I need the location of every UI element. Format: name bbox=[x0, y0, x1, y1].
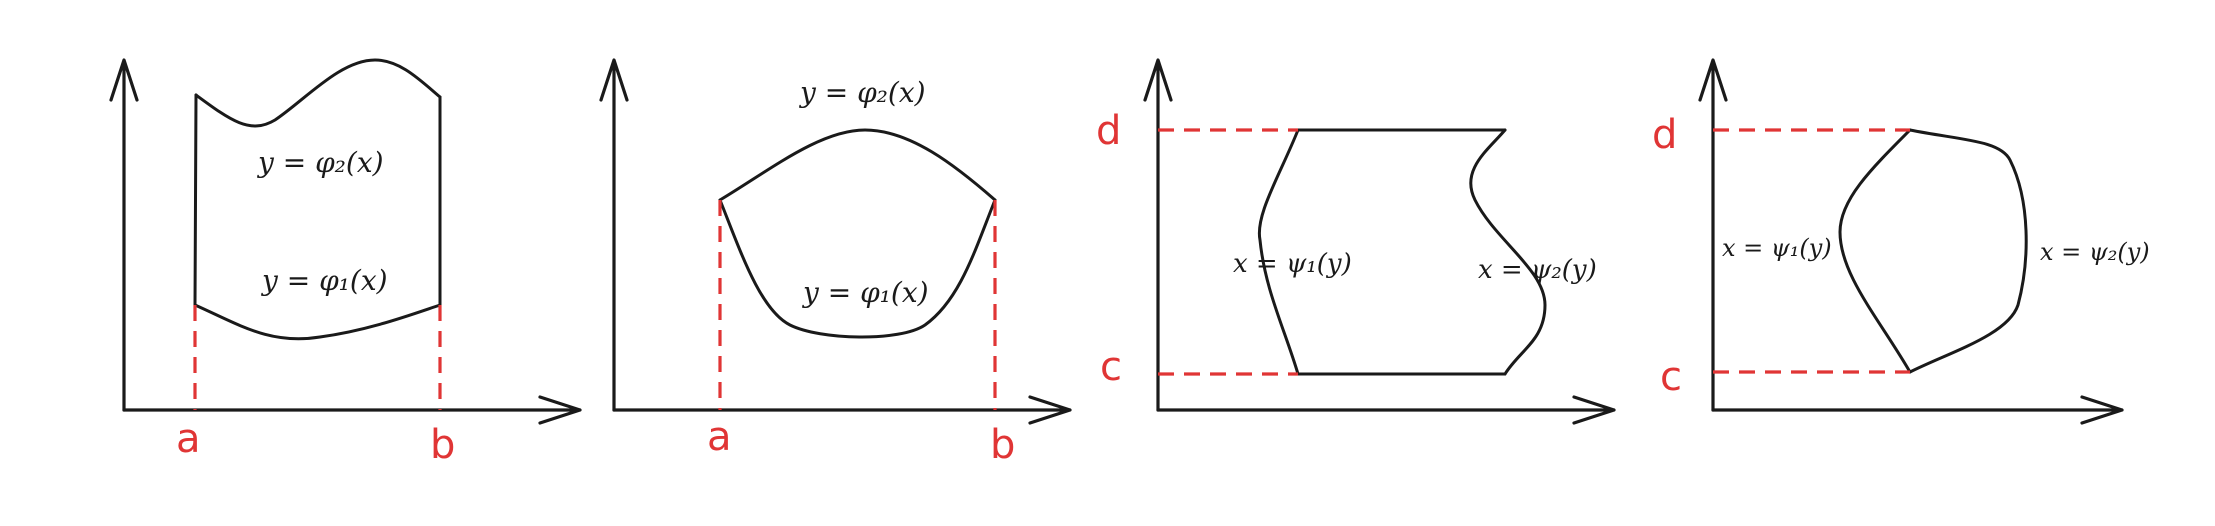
panel-3-bound-d: d bbox=[1096, 108, 1121, 154]
panel-1-bound-a: a bbox=[176, 416, 201, 462]
panel-1-bound-b: b bbox=[430, 422, 455, 468]
panel-3-right-curve-label: x = ψ₂(y) bbox=[1478, 255, 1597, 285]
panel-2-lower-curve-label: y = φ₁(x) bbox=[801, 276, 929, 309]
panel-4-type-y-region: x = ψ₁(y) x = ψ₂(y) d c bbox=[1652, 58, 2150, 425]
panel-1-upper-curve-label: y = φ₂(x) bbox=[256, 146, 384, 179]
panel-1-bound-lines bbox=[193, 305, 442, 410]
panel-4-left-curve-label: x = ψ₁(y) bbox=[1722, 234, 1832, 262]
panel-1-axes bbox=[109, 58, 582, 425]
panel-2-bound-b: b bbox=[990, 422, 1015, 468]
panel-2-axes bbox=[599, 58, 1072, 425]
panel-4-bound-c: c bbox=[1660, 354, 1682, 400]
panel-3-bound-c: c bbox=[1100, 344, 1122, 390]
panel-1-type-x-region: y = φ₂(x) y = φ₁(x) a b bbox=[109, 58, 582, 468]
panel-3-type-y-region: x = ψ₁(y) x = ψ₂(y) d c bbox=[1096, 58, 1616, 425]
panel-4-bound-d: d bbox=[1652, 112, 1677, 158]
panel-3-bound-lines bbox=[1158, 128, 1298, 376]
panel-3-region bbox=[1257, 128, 1547, 376]
panel-3-axes bbox=[1143, 58, 1616, 425]
panel-3-left-curve-label: x = ψ₁(y) bbox=[1233, 249, 1352, 279]
panel-2-upper-curve-label: y = φ₂(x) bbox=[798, 76, 926, 109]
panel-1-region bbox=[193, 58, 442, 341]
panel-2-bound-lines bbox=[718, 200, 997, 410]
panel-2-bound-a: a bbox=[707, 414, 732, 460]
panel-2-type-x-region: y = φ₂(x) y = φ₁(x) a b bbox=[599, 58, 1072, 468]
panel-4-axes bbox=[1698, 58, 2124, 425]
panel-4-bound-lines bbox=[1713, 128, 1910, 374]
panel-4-right-curve-label: x = ψ₂(y) bbox=[2040, 238, 2150, 266]
panel-2-region bbox=[718, 128, 997, 339]
panel-1-lower-curve-label: y = φ₁(x) bbox=[260, 264, 388, 297]
panel-4-region bbox=[1838, 128, 2028, 374]
